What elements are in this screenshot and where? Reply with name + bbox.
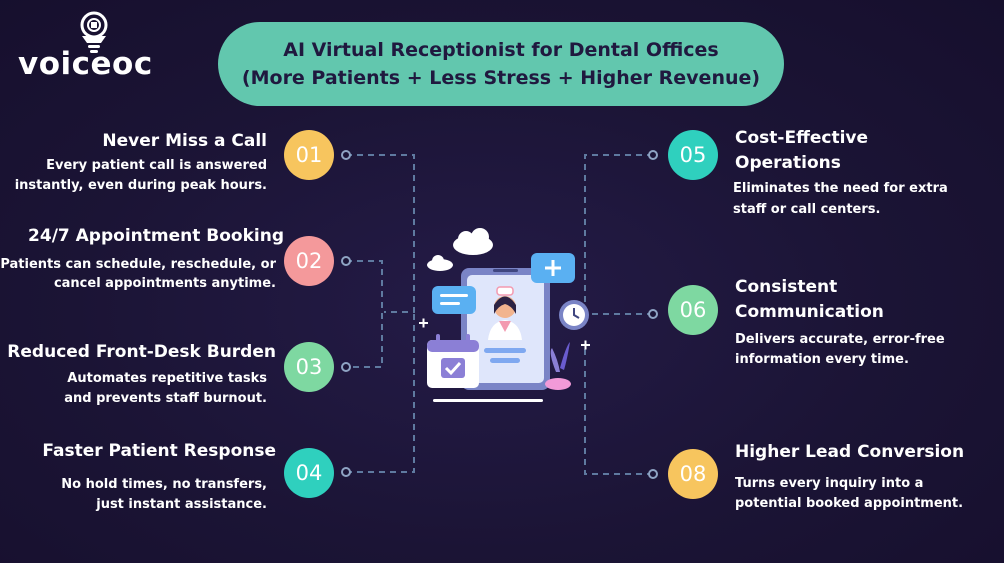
feature-04-title: Faster Patient Response: [42, 441, 276, 461]
calendar-icon: [427, 334, 479, 388]
feature-06-title-line2: Communication: [735, 302, 884, 322]
connector-dot-06: [648, 309, 658, 319]
cloud-icon: [427, 228, 493, 271]
connector-dot-08: [648, 469, 658, 479]
badge-01: 01: [284, 130, 334, 180]
receptionist-avatar-icon: [488, 286, 522, 340]
badge-03: 03: [284, 342, 334, 392]
connector-dot-05: [648, 150, 658, 160]
connector-05: [584, 154, 653, 312]
badge-04: 04: [284, 448, 334, 498]
feature-05-title-line1: Cost-Effective: [735, 128, 869, 148]
feature-04-desc-line1: No hold times, no transfers,: [61, 477, 267, 492]
feature-06-desc-line2: information every time.: [735, 352, 909, 367]
voiceoc-logo-icon: [80, 11, 108, 53]
title-banner: AI Virtual Receptionist for Dental Offic…: [218, 22, 784, 106]
badge-06: 06: [668, 285, 718, 335]
feature-08-desc-line1: Turns every inquiry into a: [735, 476, 924, 491]
feature-08-desc-line2: potential booked appointment.: [735, 496, 964, 511]
sparkle-icon: [419, 318, 590, 350]
badge-05: 05: [668, 130, 718, 180]
connector-dot-01: [341, 150, 351, 160]
feature-02-desc-line1: Patients can schedule, reschedule, or: [0, 257, 276, 272]
connector-dot-02: [341, 256, 351, 266]
feature-04-desc-line2: just instant assistance.: [96, 497, 267, 512]
feature-01-title: Never Miss a Call: [102, 131, 267, 151]
feature-03-title: Reduced Front-Desk Burden: [7, 342, 276, 362]
feature-05-desc-line1: Eliminates the need for extra: [733, 181, 948, 196]
connector-01: [346, 154, 415, 313]
chat-bubble-icon: [432, 286, 476, 314]
feature-02-desc-line2: cancel appointments anytime.: [53, 276, 276, 291]
feature-05-desc-line2: staff or call centers.: [733, 202, 881, 217]
connector-04: [346, 312, 415, 473]
feature-03-desc-line2: and prevents staff burnout.: [64, 391, 267, 406]
feature-03-desc-line1: Automates repetitive tasks: [67, 371, 267, 386]
connector-02: [346, 260, 383, 368]
title-line-2: (More Patients + Less Stress + Higher Re…: [241, 67, 761, 89]
feature-02-title: 24/7 Appointment Booking: [28, 226, 284, 246]
connector-dot-03: [341, 362, 351, 372]
plant-icon: [545, 342, 571, 390]
badge-02: 02: [284, 236, 334, 286]
title-line-1: AI Virtual Receptionist for Dental Offic…: [283, 39, 719, 61]
feature-08-title: Higher Lead Conversion: [735, 442, 965, 462]
connector-08: [584, 345, 653, 475]
clock-icon: [559, 300, 589, 330]
feature-01-desc-line2: instantly, even during peak hours.: [14, 178, 267, 193]
feature-06-desc-line1: Delivers accurate, error-free: [735, 332, 945, 347]
receptionist-illustration: [419, 228, 590, 402]
add-message-icon: [531, 253, 575, 283]
feature-05-title-line2: Operations: [735, 153, 841, 173]
connector-dot-04: [341, 467, 351, 477]
feature-01-desc-line1: Every patient call is answered: [46, 158, 267, 173]
brand-name: voiceoc: [18, 46, 153, 82]
feature-06-title-line1: Consistent: [735, 277, 838, 297]
badge-08: 08: [668, 449, 718, 499]
